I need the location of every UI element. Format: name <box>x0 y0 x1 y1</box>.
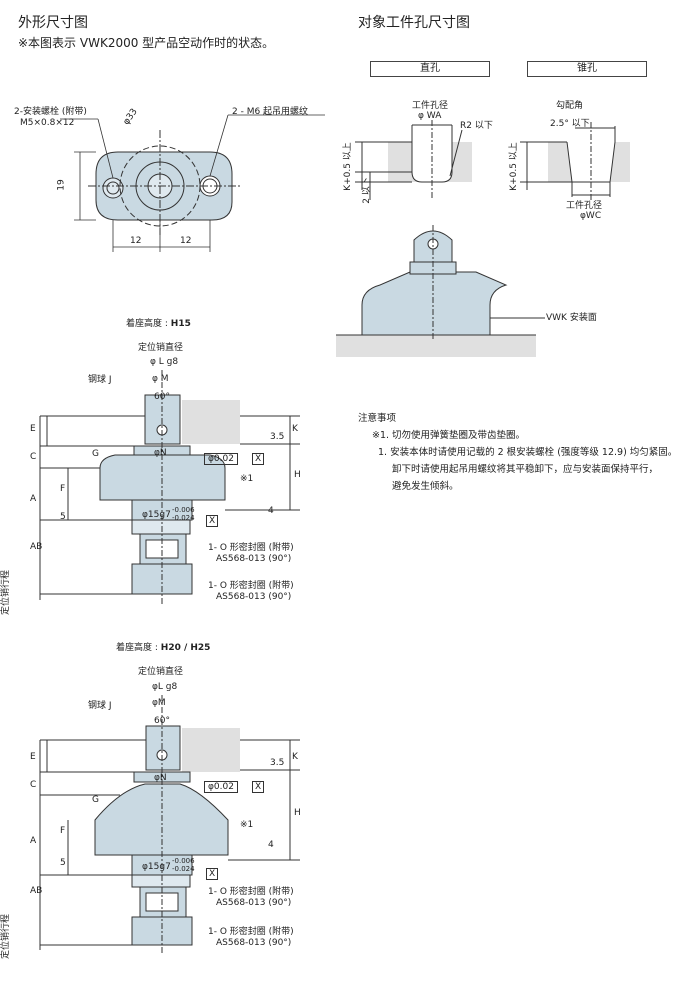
h15-fit: φ15g7 <box>142 510 171 520</box>
h20-a: A <box>30 836 37 846</box>
h20-tol-bot: -0.024 <box>172 865 195 873</box>
left-note: ※本图表示 VWK2000 型产品空动作时的状态。 <box>18 36 275 50</box>
h20-tol-top: -0.006 <box>172 857 195 865</box>
h15-c: C <box>30 452 37 462</box>
h15-seat-label: 着座高度 : H15 <box>126 319 191 329</box>
h20-m: φM <box>152 698 166 708</box>
h15-x-ref: X <box>252 453 265 465</box>
h20-lg8: φL g8 <box>152 682 178 692</box>
two-below-label: 2 以下 <box>361 177 372 204</box>
h20-fit: φ15g7 <box>142 862 171 872</box>
assembled-view <box>336 225 545 357</box>
h20-oring2b: AS568-013 (90°) <box>216 938 292 948</box>
h15-oring1b: AS568-013 (90°) <box>216 554 292 564</box>
h20-f: F <box>60 826 66 836</box>
h15-n: φN <box>154 448 167 458</box>
draft-angle-label: 勾配角 <box>556 101 584 111</box>
straight-hole-diagram <box>355 120 472 200</box>
notes-heading: 注意事项 <box>358 413 397 424</box>
draft-angle-value: 2.5° 以下 <box>550 119 590 129</box>
h15-tol-bot: -0.024 <box>172 514 195 522</box>
h15-f: F <box>60 484 66 494</box>
taper-k-label: K+0.5 以上 <box>508 142 519 191</box>
h20-ball: 钢球 J <box>88 701 112 711</box>
mount-surface-label: VWK 安装面 <box>546 313 597 323</box>
h20-four: 4 <box>268 840 274 850</box>
h15-four: 4 <box>268 506 274 516</box>
h20-c: C <box>30 780 37 790</box>
h15-three5: 3.5 <box>270 432 285 442</box>
lift-thread-label: 2 - M6 起吊用螺纹 <box>232 107 309 117</box>
h20-h: H <box>294 808 301 818</box>
h20-three5: 3.5 <box>270 758 285 768</box>
h15-ball: 钢球 J <box>88 375 112 385</box>
h15-oring2: 1- O 形密封圈 (附带) <box>208 581 294 591</box>
h20-ab: AB <box>30 886 43 896</box>
h20-e: E <box>30 752 36 762</box>
h20-five: 5 <box>60 858 66 868</box>
h15-five: 5 <box>60 512 66 522</box>
h20-g: G <box>92 795 99 805</box>
bolt-label-2: M5×0.8×12 <box>20 118 75 128</box>
h15-m: φ M <box>152 374 169 384</box>
h15-k: K <box>292 424 298 434</box>
note-1: ※1. 切勿使用弹簧垫圈及带齿垫圈。 <box>372 430 526 441</box>
r2-label: R2 以下 <box>460 121 493 131</box>
h15-ab: AB <box>30 542 43 552</box>
h15-stroke: 定位销行程 <box>1 569 12 616</box>
wc-label: φWC <box>580 211 602 221</box>
h20-flatness: φ0.02 <box>204 781 238 793</box>
note-2b: 卸下时请使用起吊用螺纹将其平稳卸下，应与安装面保持平行， <box>392 464 659 475</box>
straight-hole-label: 直孔 <box>370 61 490 77</box>
h20-x-ref: X <box>252 781 265 793</box>
h15-e: E <box>30 424 36 434</box>
h15-flatness: φ0.02 <box>204 453 238 465</box>
h20-n: φN <box>154 773 167 783</box>
h15-oring2b: AS568-013 (90°) <box>216 592 292 602</box>
dim-12-left: 12 <box>130 236 142 246</box>
taper-workpiece-label: 工件孔径 <box>566 201 603 211</box>
h15-oring1: 1- O 形密封圈 (附带) <box>208 543 294 553</box>
bolt-label-1: 2-安装螺栓 (附带) <box>14 107 87 117</box>
h15-x-datum: X <box>206 515 219 527</box>
h20-seat-label: 着座高度 : H20 / H25 <box>116 643 211 653</box>
h15-star1: ※1 <box>240 474 254 484</box>
height-19: 19 <box>56 179 67 191</box>
workpiece-hole-label: 工件孔径 <box>412 101 449 111</box>
h20-x-datum: X <box>206 868 219 880</box>
h15-g: G <box>92 449 99 459</box>
top-view <box>88 130 240 235</box>
straight-k-label: K+0.5 以上 <box>342 142 353 191</box>
h20-oring1: 1- O 形密封圈 (附带) <box>208 887 294 897</box>
dim-12-right: 12 <box>180 236 192 246</box>
h20-pin-label: 定位销直径 <box>138 667 184 677</box>
h20-star1: ※1 <box>240 820 254 830</box>
note-2c: 避免发生倾斜。 <box>392 481 459 492</box>
h15-lg8: φ L g8 <box>150 357 179 367</box>
h20-stroke: 定位销行程 <box>1 913 12 960</box>
h15-h: H <box>294 470 301 480</box>
notes: 注意事项 ※1. 切勿使用弹簧垫圈及带齿垫圈。 1. 安装本体时请使用记载的 2… <box>358 410 688 495</box>
right-title: 对象工件孔尺寸图 <box>358 15 470 31</box>
wa-label: φ WA <box>418 111 442 121</box>
h15-angle: 60° <box>154 392 170 402</box>
h20-oring2: 1- O 形密封圈 (附带) <box>208 927 294 937</box>
h15-section <box>39 370 300 605</box>
h15-pin-label: 定位销直径 <box>138 343 184 353</box>
taper-hole-diagram <box>520 122 630 200</box>
note-2a: 1. 安装本体时请使用记载的 2 根安装螺栓 (强度等级 12.9) 均匀紧固。 <box>378 447 678 458</box>
h20-k: K <box>292 752 298 762</box>
taper-hole-label: 锥孔 <box>527 61 647 77</box>
h20-angle: 60° <box>154 716 170 726</box>
h15-a: A <box>30 494 37 504</box>
h20-section <box>39 695 300 955</box>
h20-oring1b: AS568-013 (90°) <box>216 898 292 908</box>
left-title: 外形尺寸图 <box>18 15 88 31</box>
h15-tol-top: -0.006 <box>172 506 195 514</box>
